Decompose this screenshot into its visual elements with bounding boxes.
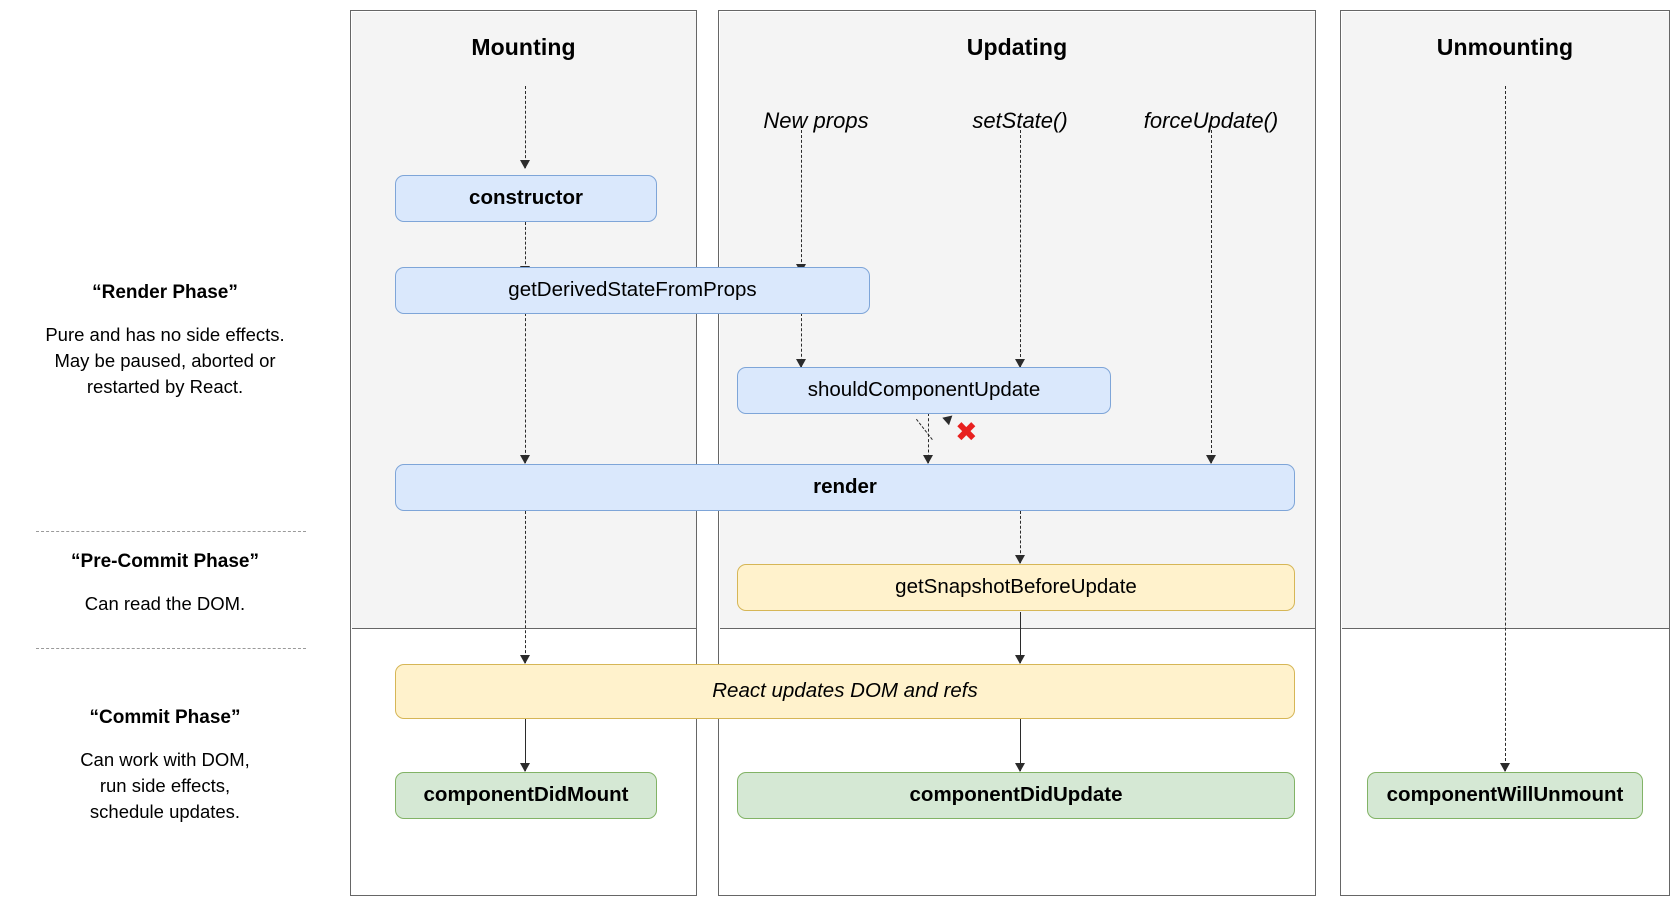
node-react-updates-dom-and-refs[interactable]: React updates DOM and refs bbox=[395, 664, 1295, 719]
column-updating-render-region bbox=[719, 11, 1315, 629]
phase-legend-render: “Render Phase” Pure and has no side effe… bbox=[0, 280, 330, 400]
node-should-component-update[interactable]: shouldComponentUpdate bbox=[737, 367, 1111, 414]
phase-divider-bottom bbox=[36, 648, 306, 649]
phase-divider-top bbox=[36, 531, 306, 532]
node-component-will-unmount[interactable]: componentWillUnmount bbox=[1367, 772, 1643, 819]
node-component-did-update[interactable]: componentDidUpdate bbox=[737, 772, 1295, 819]
phase-legend-precommit: “Pre-Commit Phase” Can read the DOM. bbox=[0, 549, 330, 617]
node-get-derived-state-from-props[interactable]: getDerivedStateFromProps bbox=[395, 267, 870, 314]
column-title-mounting: Mounting bbox=[471, 34, 576, 60]
phase-legend-render-body: Pure and has no side effects. May be pau… bbox=[45, 323, 285, 398]
trigger-label-force-update: forceUpdate() bbox=[1143, 108, 1279, 133]
skip-render-cross-icon: ✖ bbox=[955, 417, 978, 448]
node-render[interactable]: render bbox=[395, 464, 1295, 511]
node-component-did-mount[interactable]: componentDidMount bbox=[395, 772, 657, 819]
phase-legend-render-heading: “Render Phase” bbox=[92, 282, 238, 303]
node-get-snapshot-before-update[interactable]: getSnapshotBeforeUpdate bbox=[737, 564, 1295, 611]
column-title-updating: Updating bbox=[966, 34, 1068, 60]
trigger-label-set-state: setState() bbox=[972, 108, 1068, 133]
phase-legend-commit-heading: “Commit Phase” bbox=[89, 707, 241, 728]
phase-legend-precommit-heading: “Pre-Commit Phase” bbox=[71, 551, 259, 572]
column-mounting-render-region bbox=[351, 11, 696, 629]
phase-legend-commit-body: Can work with DOM, run side effects, sch… bbox=[80, 748, 250, 823]
phase-legend-commit: “Commit Phase” Can work with DOM, run si… bbox=[0, 705, 330, 825]
phase-legend-precommit-body: Can read the DOM. bbox=[84, 592, 246, 614]
trigger-label-new-props: New props bbox=[763, 108, 869, 133]
column-title-unmounting: Unmounting bbox=[1436, 34, 1574, 60]
node-constructor[interactable]: constructor bbox=[395, 175, 657, 222]
